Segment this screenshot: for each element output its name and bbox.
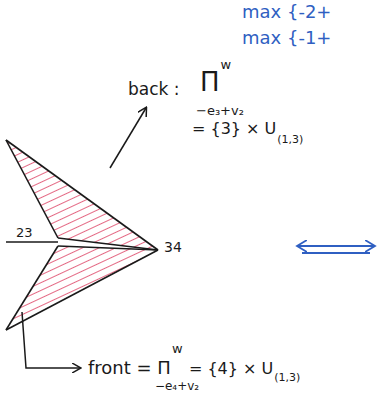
vertex-label: 23 bbox=[16, 226, 33, 240]
leader-arrow bbox=[22, 312, 80, 368]
math-symbol: Π bbox=[200, 68, 220, 97]
superscript: w bbox=[172, 342, 183, 356]
subscript: (1,3) bbox=[277, 134, 303, 146]
math-expression: = {4} × U bbox=[189, 360, 273, 378]
equivalence-arrow bbox=[298, 245, 374, 247]
subscript: −e₄+v₂ bbox=[155, 380, 199, 393]
math-expression: = {3} × U bbox=[192, 120, 276, 138]
leader-arrow bbox=[110, 108, 146, 168]
subscript: −e₃+v₂ bbox=[196, 104, 244, 118]
note-text: max {-1+ bbox=[242, 28, 331, 48]
vertex-label: 34 bbox=[164, 240, 182, 255]
equivalence-arrow bbox=[302, 252, 370, 254]
back-face bbox=[6, 140, 158, 250]
superscript: w bbox=[221, 58, 232, 72]
face-label: back : bbox=[128, 80, 180, 99]
subscript: (1,3) bbox=[274, 372, 300, 384]
note-text: max {-2+ bbox=[242, 2, 331, 22]
face-label: front = Π bbox=[88, 358, 171, 378]
front-face bbox=[6, 246, 158, 330]
edges bbox=[6, 140, 158, 330]
